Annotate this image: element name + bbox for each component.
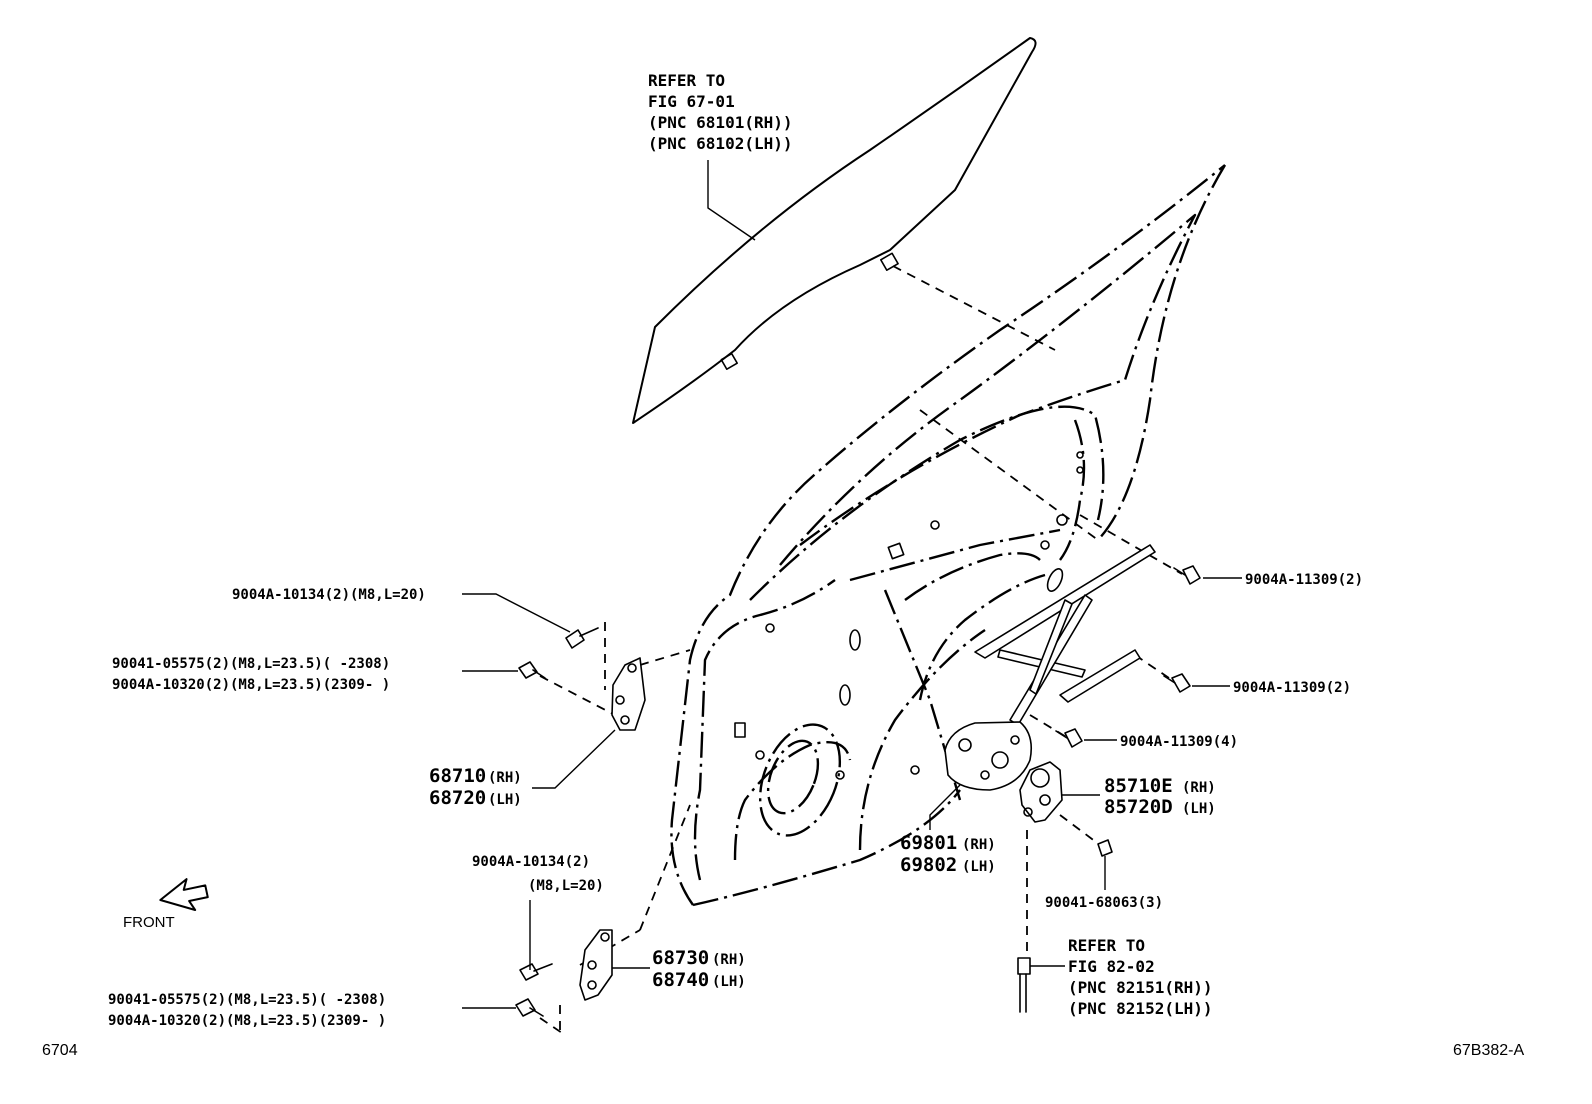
wire-connector — [1017, 957, 1031, 1013]
regulator-motor — [1019, 761, 1063, 823]
front-label: FRONT — [123, 914, 175, 931]
lower-hinge-dash-2 — [639, 804, 691, 931]
leader-regulator — [929, 784, 961, 830]
part-motor: 85710E (RH) 85720D (LH) — [1104, 775, 1216, 818]
part-69801-side: (RH) — [962, 837, 996, 853]
wire-ref-line4: (PNC 82152(LH)) — [1068, 999, 1213, 1018]
glass-reference-leader — [707, 160, 756, 241]
part-85710e-side: (RH) — [1182, 780, 1216, 796]
part-lower-hinge: 68730 (RH) 68740 (LH) — [652, 947, 746, 991]
lower-hinge-dash-4 — [539, 1017, 566, 1036]
figure-number: 6704 — [42, 1042, 78, 1059]
bolt-regulator-low — [1055, 728, 1083, 748]
glass-attach-line — [892, 265, 1056, 351]
part-68720-side: (LH) — [488, 792, 522, 808]
part-68710-side: (RH) — [488, 770, 522, 786]
leader-upper-bolt — [462, 593, 571, 633]
motor-screw-dash — [1059, 814, 1101, 846]
glass-ref-line3: (PNC 68101(RH)) — [648, 113, 793, 132]
part-68730-side: (RH) — [712, 952, 746, 968]
callout-bolt-upper-hinge-alt2: 9004A-10320(2)(M8,L=23.5)(2309- ) — [112, 677, 390, 693]
wire-ref-line3: (PNC 82151(RH)) — [1068, 978, 1213, 997]
part-regulator: 69801 (RH) 69802 (LH) — [900, 832, 996, 876]
wire-reference-label: REFER TO FIG 82-02 (PNC 82151(RH)) (PNC … — [1068, 936, 1213, 1018]
bolt-lower-hinge — [519, 963, 553, 981]
bolt-top-dash — [1079, 514, 1183, 575]
door-panel — [670, 164, 1227, 907]
part-85720d-side: (LH) — [1182, 801, 1216, 817]
glass-ref-line2: FIG 67-01 — [648, 92, 735, 111]
upper-hinge — [611, 657, 646, 731]
upper-hinge-dash-3 — [639, 649, 691, 666]
part-68720: 68720 — [429, 787, 486, 809]
callout-motor-screw: 90041-68063(3) — [1045, 895, 1163, 911]
callout-bolt-upper-hinge-alt1: 90041-05575(2)(M8,L=23.5)( -2308) — [112, 656, 390, 672]
wire-ref-line2: FIG 82-02 — [1068, 957, 1155, 976]
callout-reg-bolt-low: 9004A-11309(4) — [1120, 734, 1238, 750]
bolt-upper-hinge-alt — [518, 661, 546, 679]
callout-bolt-upper-hinge: 9004A-10134(2)(M8,L=20) — [232, 587, 426, 603]
part-68740-side: (LH) — [712, 974, 746, 990]
part-68730: 68730 — [652, 947, 709, 969]
callout-bolt-lower-hinge-alt1: 90041-05575(2)(M8,L=23.5)( -2308) — [108, 992, 386, 1008]
upper-hinge-dash-2 — [539, 675, 616, 716]
callout-reg-bolt-top: 9004A-11309(2) — [1245, 572, 1363, 588]
bolt-regulator-mid — [1163, 673, 1191, 693]
part-69802: 69802 — [900, 854, 957, 876]
motor-screw — [1097, 839, 1113, 857]
illustration-code: 67B382-A — [1453, 1042, 1524, 1059]
callout-bolt-lower-hinge-1: 9004A-10134(2) — [472, 854, 590, 870]
panel-dashed-1 — [919, 409, 1099, 541]
wire-ref-line1: REFER TO — [1068, 936, 1145, 955]
part-68710: 68710 — [429, 765, 486, 787]
part-85720d: 85720D — [1104, 796, 1173, 818]
bolt-regulator-top — [1173, 565, 1201, 585]
glass-reference-label: REFER TO FIG 67-01 (PNC 68101(RH)) (PNC … — [648, 71, 793, 153]
bolt-upper-hinge — [565, 627, 599, 649]
callout-bolt-lower-hinge-alt2: 9004A-10320(2)(M8,L=23.5)(2309- ) — [108, 1013, 386, 1029]
front-direction-arrow-icon — [159, 878, 209, 911]
door-glass — [632, 37, 1037, 424]
bolt-mid-dash — [1134, 654, 1173, 681]
window-regulator — [944, 544, 1156, 791]
glass-ref-line4: (PNC 68102(LH)) — [648, 134, 793, 153]
part-upper-hinge: 68710 (RH) 68720 (LH) — [429, 765, 522, 809]
lower-hinge — [579, 929, 613, 1001]
part-85710e: 85710E — [1104, 775, 1173, 797]
bolt-lower-hinge-alt — [515, 998, 544, 1017]
glass-ref-line1: REFER TO — [648, 71, 725, 90]
part-69801: 69801 — [900, 832, 957, 854]
part-68740: 68740 — [652, 969, 709, 991]
callout-reg-bolt-mid: 9004A-11309(2) — [1233, 680, 1351, 696]
part-69802-side: (LH) — [962, 859, 996, 875]
callout-bolt-lower-hinge-2: (M8,L=20) — [528, 878, 604, 894]
leader-upper-hinge — [532, 729, 616, 789]
